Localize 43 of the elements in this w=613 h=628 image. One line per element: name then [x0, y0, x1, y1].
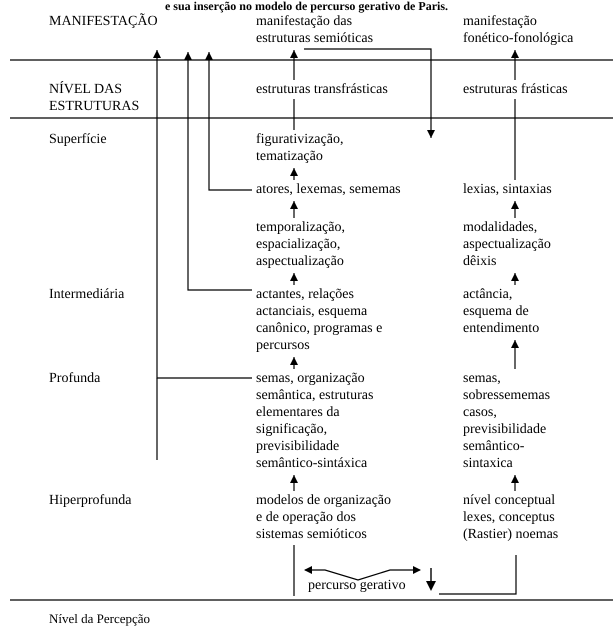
connector-line: [439, 555, 517, 595]
column-text: temporalização, espacialização, aspectualização: [256, 219, 346, 270]
arrow: [511, 273, 519, 285]
arrow: [290, 201, 298, 218]
arrow: [511, 50, 519, 80]
column-text: figurativização, tematização: [256, 131, 344, 165]
arrow: [290, 475, 298, 491]
arrow: [153, 50, 252, 379]
connector-line: [293, 99, 295, 130]
connector-line: [514, 99, 516, 180]
column-text: estruturas transfrásticas: [256, 81, 388, 98]
column-text: manifestação das estruturas semióticas: [256, 13, 374, 47]
arrow: [290, 273, 298, 285]
column-text: actantes, relações actanciais, esquema canônico, programas e percursos: [256, 286, 384, 354]
arrow: [290, 357, 298, 369]
level-label: Superfície: [49, 131, 107, 148]
arrow: [184, 52, 252, 291]
column-text: lexias, sintaxias: [463, 181, 552, 198]
column-text: semas, sobressememas casos, previsibilidade semântico-sintaxica: [463, 370, 552, 472]
column-text: actância, esquema de entendimento: [463, 286, 540, 337]
level-label: Nível da Percepção: [49, 610, 150, 627]
column-text: semas, organização semântica, estruturas elementares da significação, previsibilidade semântico-sintáxica: [256, 370, 374, 472]
arrow: [511, 340, 519, 369]
arrow: [205, 52, 252, 191]
column-text: manifestação fonético-fonológica: [463, 13, 574, 47]
arrow: [304, 48, 435, 138]
connector-line: [293, 545, 295, 596]
column-text: modelos de organização e de operação dos sistemas semióticos: [256, 492, 392, 543]
arrow: [290, 50, 298, 80]
column-text: nível conceptual lexes, conceptus (Rastier) noemas: [463, 492, 560, 543]
level-label: MANIFESTAÇÃO: [49, 13, 158, 30]
arrow: [290, 168, 298, 180]
level-label: Intermediária: [49, 286, 124, 303]
diagram-label: percurso gerativo: [308, 577, 406, 594]
level-label: Profunda: [49, 370, 100, 387]
level-label: Hiperprofunda: [49, 492, 132, 509]
column-text: modalidades, aspectualização dêixis: [463, 219, 552, 270]
arrow: [511, 475, 519, 491]
arrow: [511, 201, 519, 218]
level-label: NÍVEL DAS ESTRUTURAS: [49, 81, 140, 115]
column-text: estruturas frásticas: [463, 81, 568, 98]
column-text: atores, lexemas, sememas: [256, 181, 401, 198]
heading: e sua inserção no modelo de percurso gerativo de Paris.: [164, 0, 450, 13]
